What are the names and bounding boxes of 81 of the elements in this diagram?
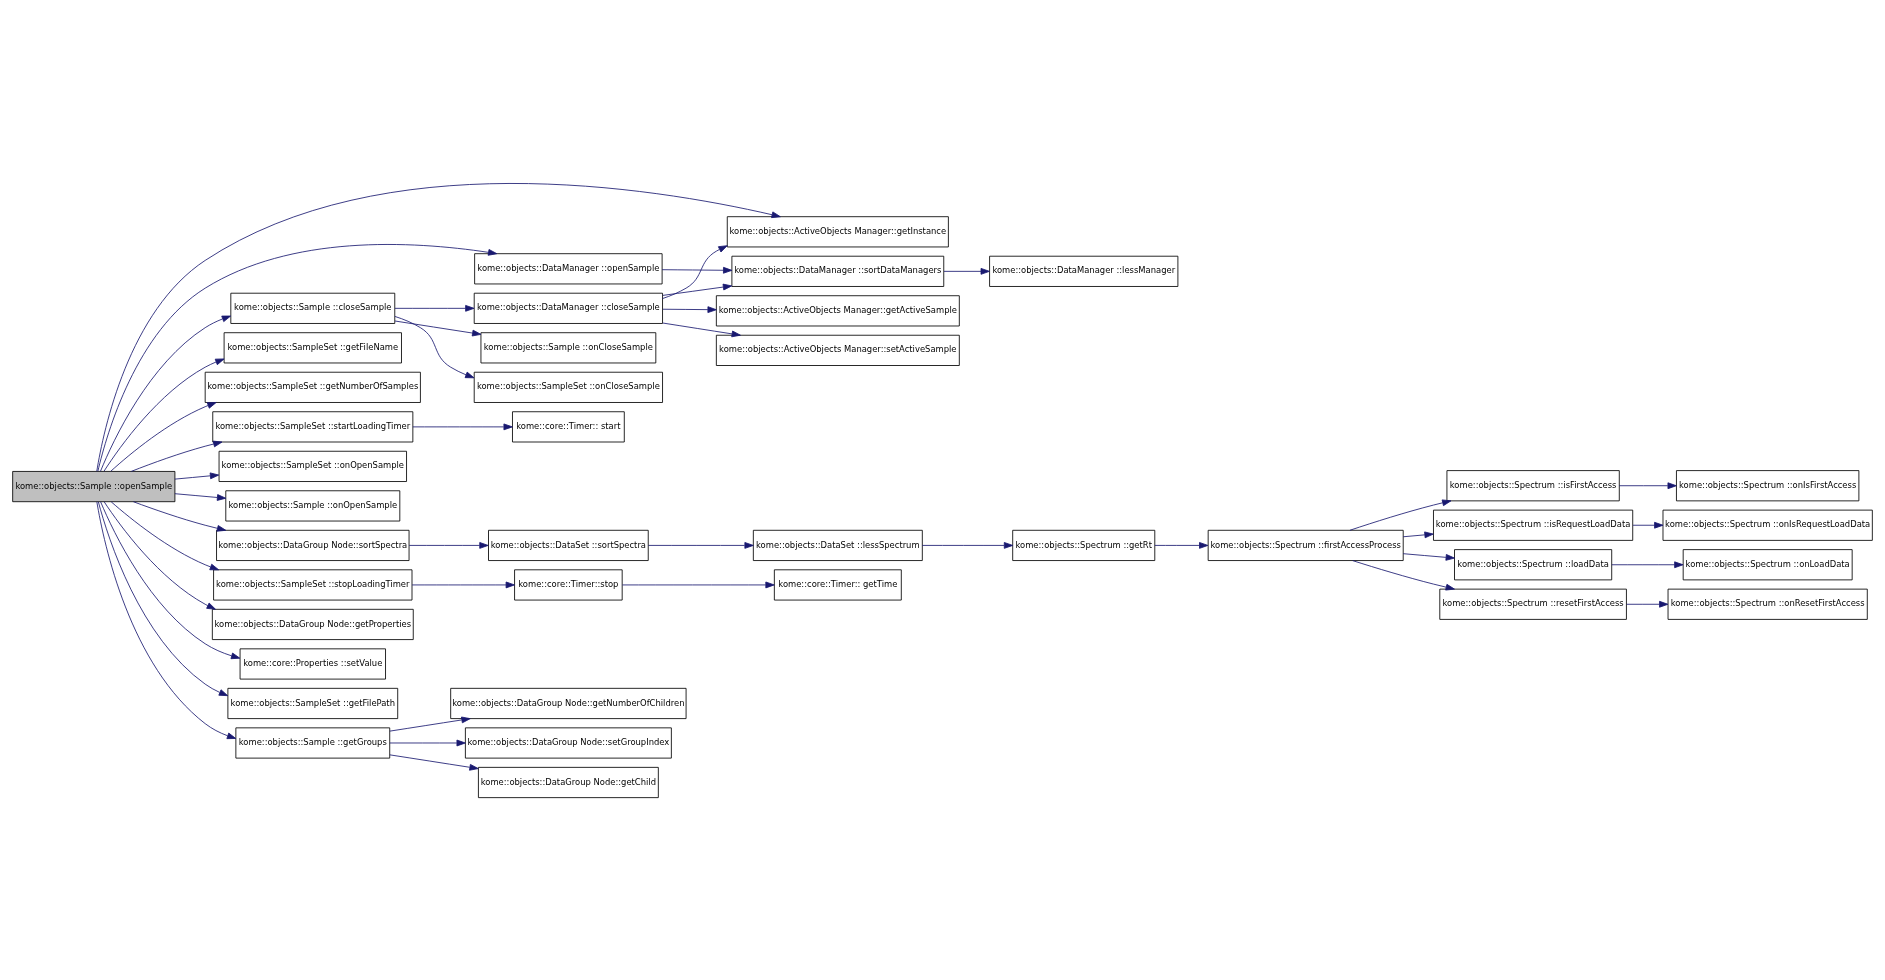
node-box: kome::objects::Sample ::onCloseSample (480, 331, 657, 363)
arrow (662, 283, 733, 296)
node-box: kome::objects::Spectrum ::onIsRequestLoadData (1662, 509, 1873, 541)
arrow (174, 471, 220, 480)
arrow (1402, 552, 1455, 561)
node-box: kome::core::Timer:: getTime (773, 568, 902, 600)
node-box: kome::objects::Spectrum ::onResetFirstAccess (1667, 588, 1868, 620)
node-box: kome::objects::DataSet ::sortSpectra (488, 529, 649, 561)
node-box: kome::objects::ActiveObjects Manager::getActiveSample (715, 294, 960, 326)
arrow (110, 500, 220, 570)
arrow (174, 492, 227, 501)
node-box: kome::objects::DataManager ::closeSample (473, 292, 663, 324)
arrow (1402, 531, 1434, 538)
arrow (394, 315, 475, 378)
node-box: kome::objects::Spectrum ::getRt (1012, 529, 1156, 561)
node-box: kome::core::Timer:: start (512, 410, 625, 442)
arrow (1611, 560, 1684, 568)
node-box: kome::objects::Sample ::closeSample (230, 292, 396, 324)
arrow (1154, 541, 1209, 549)
arrow (103, 500, 216, 610)
arrow (662, 322, 741, 337)
arrow (97, 243, 498, 472)
arrow (1352, 559, 1455, 590)
node-box: kome::objects::DataGroup Node::setGroupIndex (464, 726, 672, 759)
arrow (648, 541, 754, 549)
arrow (130, 440, 223, 472)
arrow (110, 401, 217, 472)
node-box: kome::objects::DataGroup Node::getProperties (211, 608, 414, 640)
node-box: kome::objects::SampleSet ::getFileName (223, 331, 402, 363)
node-box: kome::objects::Spectrum ::isRequestLoadData (1433, 509, 1634, 541)
arrow (132, 500, 227, 532)
arrow (394, 304, 475, 312)
node-box: kome::objects::DataSet ::lessSpectrum (752, 529, 923, 561)
arrow (389, 753, 479, 771)
node-box: kome::core::Timer::stop (514, 568, 623, 600)
arrow (1626, 600, 1669, 608)
node-box: kome::objects::Spectrum ::resetFirstAccess (1439, 588, 1627, 620)
arrow (411, 581, 515, 588)
node-box: kome::objects::ActiveObjects Manager::setActiveSample (715, 334, 960, 366)
node-box: kome::objects::DataGroup Node::getNumberOfChildren (450, 687, 687, 719)
arrow (408, 541, 489, 549)
node-box: kome::objects::ActiveObjects Manager::getInstance (726, 215, 949, 247)
node-box: kome::core::Properties ::setValue (239, 647, 386, 679)
node-box: kome::objects::Sample ::getGroups (235, 726, 391, 759)
node-box: kome::objects::DataManager ::sortDataManagers (731, 255, 945, 287)
arrow (96, 500, 237, 739)
node-box: kome::objects::Sample ::onOpenSample (225, 489, 401, 521)
arrow (1618, 481, 1677, 489)
arrow (662, 305, 717, 313)
arrow (394, 320, 482, 336)
node-box: kome::objects::Spectrum ::onIsFirstAccess (1676, 469, 1860, 501)
node-box: kome::objects::SampleSet ::startLoadingTimer (212, 410, 414, 442)
arrow (921, 541, 1014, 549)
arrow (661, 266, 733, 274)
node-box: kome::objects::Sample ::openSample (12, 470, 176, 502)
arrow (662, 244, 728, 299)
node-box: kome::objects::DataGroup Node::getChild (478, 766, 659, 798)
node-box: kome::objects::Spectrum ::onLoadData (1682, 548, 1853, 580)
arrow (1349, 498, 1452, 531)
node-box: kome::objects::SampleSet ::stopLoadingTimer (213, 568, 413, 600)
node-box: kome::objects::SampleSet ::onOpenSample (218, 450, 407, 482)
node-box: kome::objects::Spectrum ::loadData (1454, 548, 1613, 580)
arrow (103, 358, 225, 472)
node-box: kome::objects::SampleSet ::getFilePath (227, 687, 399, 719)
arrow (389, 716, 471, 732)
arrow (943, 267, 990, 275)
arrow (97, 501, 229, 696)
arrow (1632, 521, 1664, 529)
node-box: kome::objects::SampleSet ::getNumberOfSamples (204, 371, 421, 403)
node-box: kome::objects::SampleSet ::onCloseSample (473, 371, 663, 403)
arrow (100, 315, 232, 472)
arrow (412, 423, 513, 430)
node-box: kome::objects::DataManager ::lessManager (989, 255, 1179, 287)
arrow (100, 500, 241, 659)
node-box: kome::objects::DataManager ::openSample (474, 252, 663, 284)
node-box: kome::objects::Spectrum ::isFirstAccess (1446, 469, 1620, 501)
node-box: kome::objects::DataGroup Node::sortSpectra (216, 529, 410, 561)
arrow (96, 182, 781, 472)
arrow (622, 581, 775, 588)
node-box: kome::objects::Spectrum ::firstAccessProcess (1207, 529, 1404, 561)
arrow (389, 739, 466, 746)
